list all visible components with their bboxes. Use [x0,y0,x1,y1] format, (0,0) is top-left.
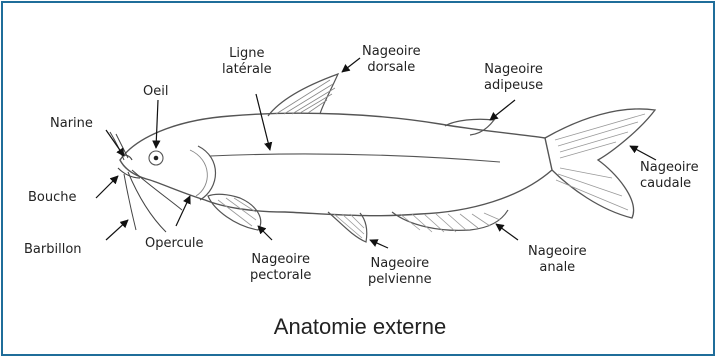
pointer-narine [106,130,124,156]
label-opercule: Opercule [145,236,204,252]
pointer-nageoire-anale [496,224,518,240]
label-narine: Narine [50,116,93,132]
label-nageoire-dorsale: Nageoire dorsale [362,44,421,76]
label-nageoire-anale: Nageoire anale [528,244,587,276]
pointer-nageoire-caudale [630,146,656,160]
label-nageoire-pectorale: Nageoire pectorale [250,252,311,284]
dorsal-fin [268,74,338,116]
pointer-bouche [96,176,118,198]
caudal-fin [545,109,655,218]
label-nageoire-caudale: Nageoire caudale [640,160,699,192]
pointer-barbillon [106,220,128,240]
pointer-nageoire-pectorale [258,226,272,240]
mouth [118,168,140,178]
label-oeil: Oeil [143,84,168,100]
pointer-nageoire-pelvienne [370,240,388,248]
lateral-line [210,154,500,162]
pointer-nageoire-dorsale [342,58,360,72]
pointer-ligne-laterale [256,94,270,150]
adipose-fin [445,119,494,135]
pointer-opercule [176,196,190,226]
label-ligne-laterale: Ligne latérale [222,46,272,78]
label-bouche: Bouche [28,190,77,206]
fish-body [120,113,552,216]
anal-fin [392,210,508,230]
pointer-oeil [156,100,158,148]
label-nageoire-adipeuse: Nageoire adipeuse [484,62,543,94]
pointer-nageoire-adipeuse [490,100,515,120]
label-barbillon: Barbillon [24,242,82,258]
label-nageoire-pelvienne: Nageoire pelvienne [368,256,432,288]
barbel [128,172,166,232]
diagram-caption: Anatomie externe [0,314,720,340]
